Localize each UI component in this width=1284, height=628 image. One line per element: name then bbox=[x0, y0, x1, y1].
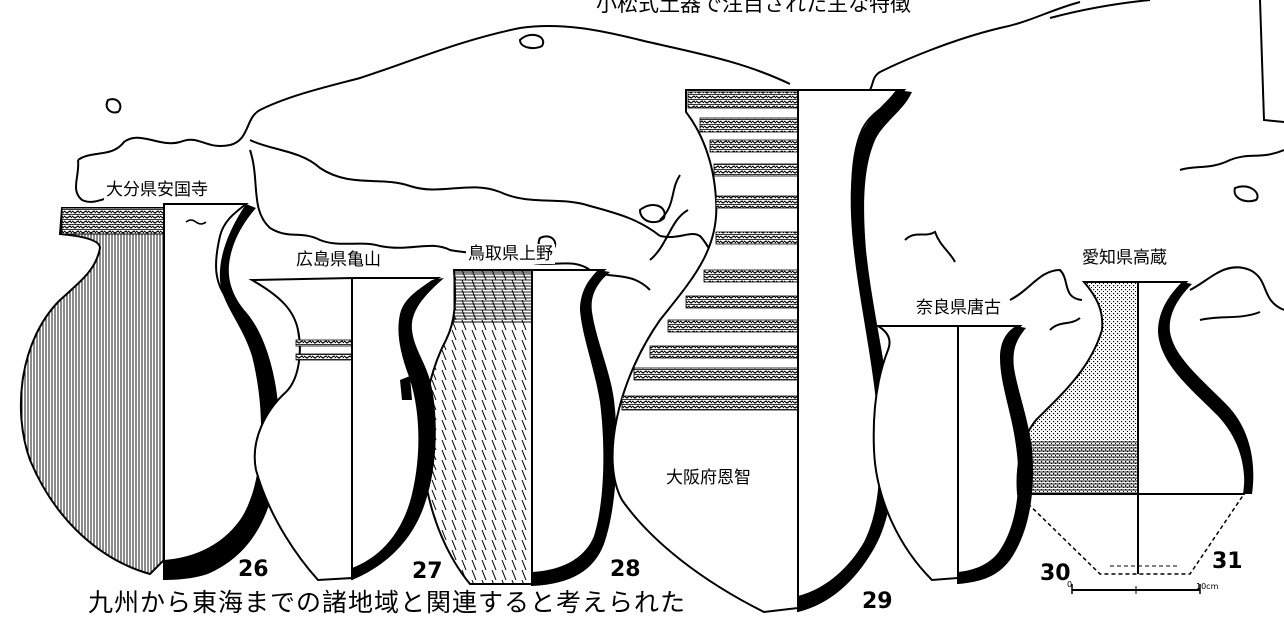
map-outline bbox=[74, 0, 1284, 331]
scale-end-label: 10cm bbox=[1196, 582, 1219, 591]
vessel-26-site-label: 大分県安国寺 bbox=[104, 180, 210, 200]
top-caption: 小松式土器で注目された主な特徴 bbox=[596, 0, 911, 16]
vessel-31-drawing bbox=[1016, 281, 1254, 575]
vessel-30-drawing bbox=[872, 325, 1034, 584]
vessel-30-number: 30 bbox=[1040, 561, 1071, 586]
bottom-caption: 九州から東海までの諸地域と関連すると考えられた bbox=[88, 588, 687, 617]
vessel-31-site-label: 愛知県高蔵 bbox=[1080, 248, 1169, 268]
vessel-26-drawing bbox=[19, 203, 280, 580]
vessel-29-bands bbox=[621, 91, 799, 411]
vessel-26-number: 26 bbox=[238, 557, 269, 582]
vessel-29-site-label: 大阪府恩智 bbox=[664, 468, 753, 488]
vessel-31-number: 31 bbox=[1212, 549, 1243, 574]
vessel-29-drawing bbox=[611, 89, 912, 614]
scale-zero-label: 0 bbox=[1067, 580, 1073, 589]
vessel-30-site-label: 奈良県唐古 bbox=[914, 298, 1003, 318]
vessel-28-number: 28 bbox=[610, 557, 641, 582]
vessel-27-number: 27 bbox=[412, 559, 443, 584]
scale-bar bbox=[1071, 584, 1201, 594]
vessel-29-number: 29 bbox=[862, 589, 893, 614]
vessel-28-drawing bbox=[421, 269, 617, 586]
vessel-28-site-label: 鳥取県上野 bbox=[466, 244, 555, 264]
vessel-27-site-label: 広島県亀山 bbox=[294, 250, 383, 270]
vessel-27-drawing bbox=[248, 276, 444, 582]
